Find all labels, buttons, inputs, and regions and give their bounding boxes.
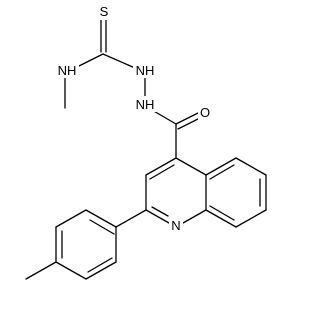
bond-co-double-a [175, 112, 199, 125]
bond-nh-carbonyl [151, 109, 177, 125]
bond-c-nh-methyl [74, 53, 104, 69]
bond-tolyl-4-5 [55, 261, 87, 280]
bond-c2-n [145, 209, 170, 224]
atom-methyl-nh: NH [58, 63, 77, 78]
bond-c-nh-hydrazine [102, 53, 136, 69]
bond-c2-tolyl [115, 209, 147, 228]
bond-c4-c3-inner [149, 164, 175, 180]
bond-c8-c8a-inner [209, 205, 235, 221]
bond-c4-c3 [145, 157, 177, 176]
bond-tolyl-5-6 [85, 261, 117, 280]
bond-co-double-b [177, 117, 201, 130]
bond-c4a-c5 [205, 157, 237, 176]
bond-tolyl-1-2 [85, 209, 117, 228]
bond-c4a-c4 [175, 157, 207, 176]
bond-tolyl-methyl [25, 261, 57, 280]
bond-c4a-c5-inner [209, 164, 235, 180]
atom-thione-s: S [100, 4, 109, 19]
bond-tolyl-5-6-inner [87, 257, 113, 273]
bond-c7-c8 [235, 209, 267, 228]
structure-svg: S NH NH NH O N [25, 4, 267, 280]
bond-tolyl-2-3 [55, 209, 87, 228]
molecule-drawing: S NH NH NH O N [25, 4, 267, 280]
atom-carbonyl-o: O [200, 105, 210, 120]
atom-labels: S NH NH NH O N [55, 4, 212, 233]
atom-quinoline-n: N [171, 218, 180, 233]
bond-layer [25, 16, 267, 280]
bond-c8-c8a [205, 209, 237, 228]
atom-hydrazine-nh-upper: NH [136, 63, 155, 78]
bond-c2-n-inner [151, 206, 169, 217]
atom-hydrazine-nh-lower: NH [136, 97, 155, 112]
bond-c5-c6 [235, 157, 267, 176]
bond-n-c8a [182, 209, 207, 224]
bond-tolyl-1-2-inner [89, 219, 115, 235]
